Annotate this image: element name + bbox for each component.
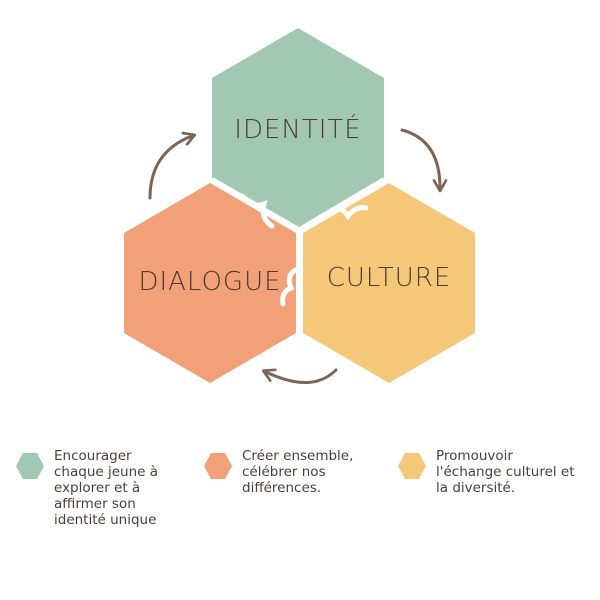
curved-arrow-icon <box>261 368 338 384</box>
legend-item-identite: Encourager chaque jeune à explorer et à … <box>16 448 158 528</box>
hexagon-culture <box>303 183 475 383</box>
hexagon-bullet-icon <box>16 453 44 479</box>
puzzle-notch-bottom <box>280 265 302 307</box>
hexagon-dialogue <box>124 183 296 383</box>
legend-text-identite: Encourager chaque jeune à explorer et à … <box>54 448 159 528</box>
legend-item-culture: Promouvoir l'échange culturel et la dive… <box>398 448 575 496</box>
curved-arrow-icon <box>148 131 197 200</box>
hexagon-identite <box>212 28 384 228</box>
hexagon-culture-label: CULTURE <box>327 263 452 293</box>
curved-arrow-icon <box>400 128 448 193</box>
hexagon-bullet-icon <box>398 453 426 479</box>
hexagon-identite-label: IDENTITÉ <box>234 113 361 145</box>
legend-text-culture: Promouvoir l'échange culturel et la dive… <box>436 448 575 496</box>
hexagon-bullet-icon <box>204 453 232 479</box>
legend-text-dialogue: Créer ensemble, célébrer nos différences… <box>242 448 354 496</box>
hexagon-dialogue-label: DIALOGUE <box>138 267 281 297</box>
legend-item-dialogue: Créer ensemble, célébrer nos différences… <box>204 448 353 496</box>
